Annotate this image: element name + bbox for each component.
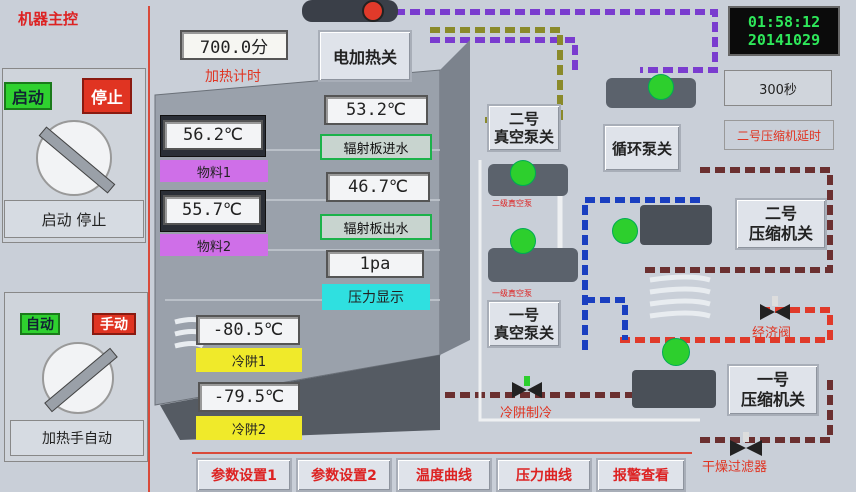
dry-filter-valve-icon[interactable] [730,432,762,456]
vacuum-pump1-motor-icon [510,228,536,254]
cold-trap2-label: 冷阱2 [196,416,302,440]
pressure-readout: 1pa [326,250,424,278]
main-control-title: 机器主控 [18,10,79,28]
pressure-label: 压力显示 [322,284,430,310]
vacuum-pump2-button[interactable]: 二号 真空泵关 [487,104,561,152]
nav-alarm-view[interactable]: 报警查看 [596,458,686,492]
cold-trap-valve-icon[interactable] [512,376,542,398]
bottom-nav-bar [192,452,692,492]
manual-button[interactable]: 手动 [92,313,136,335]
compressor2-motor-icon [612,218,638,244]
heating-timer-caption: 加热计时 [205,69,261,85]
economizer-label: 经济阀 [752,326,792,341]
material1-label: 物料1 [160,160,268,182]
left-control-panel [0,6,150,492]
radiator-outlet-label: 辐射板出水 [320,214,432,240]
vacuum-pump1-small-label: 一级真空泵 [492,289,532,298]
nav-param-settings-1[interactable]: 参数设置1 [196,458,292,492]
circulation-pump-button[interactable]: 循环泵关 [603,124,681,172]
compressor-delay-readout: 300秒 [724,70,832,106]
clock-time: 01:58:12 [747,13,821,31]
material2-label: 物料2 [160,234,268,256]
compressor1-button[interactable]: 一号 压缩机关 [727,364,819,416]
cold-trap2-readout: -79.5℃ [198,382,300,412]
material1-readout: 56.2℃ [163,120,263,150]
nav-pressure-curve[interactable]: 压力曲线 [496,458,592,492]
clock-date: 20141029 [747,31,821,49]
clock-display: 01:58:12 20141029 [728,6,840,56]
indicator-lamp-icon [362,0,384,22]
nav-temperature-curve[interactable]: 温度曲线 [396,458,492,492]
vacuum-pump2-motor-icon [510,160,536,186]
auto-button[interactable]: 自动 [20,313,60,335]
heat-mode-caption: 加热手自动 [10,420,144,456]
radiator-inlet-readout: 53.2℃ [324,95,428,125]
circulation-pump-motor-icon [648,74,674,100]
electric-heat-button[interactable]: 电加热关 [318,30,412,82]
material2-readout: 55.7℃ [163,195,261,225]
radiator-outlet-readout: 46.7℃ [326,172,430,202]
compressor2-body [640,205,712,245]
start-stop-caption: 启动 停止 [4,200,144,238]
stop-button[interactable]: 停止 [82,78,132,114]
heating-timer-readout: 700.0分 [180,30,288,60]
cold-trap-cooling-label: 冷阱制冷 [500,406,553,421]
compressor2-delay-label: 二号压缩机延时 [724,120,834,150]
dry-filter-label: 干燥过滤器 [702,460,768,475]
compressor1-body [632,370,716,408]
radiator-inlet-label: 辐射板进水 [320,134,432,160]
vacuum-pump2-small-label: 二级真空泵 [492,199,532,208]
vacuum-pump1-button[interactable]: 一号 真空泵关 [487,300,561,348]
start-button[interactable]: 启动 [4,82,52,110]
cold-trap1-readout: -80.5℃ [196,315,300,345]
vacuum-pump1-body [488,248,578,282]
cold-trap1-label: 冷阱1 [196,348,302,372]
compressor2-button[interactable]: 二号 压缩机关 [735,198,827,250]
heat-auto-manual-switch[interactable] [42,342,118,414]
compressor1-motor-icon [662,338,690,366]
economizer-valve-icon[interactable] [760,296,790,320]
nav-param-settings-2[interactable]: 参数设置2 [296,458,392,492]
start-stop-switch[interactable] [36,120,116,196]
